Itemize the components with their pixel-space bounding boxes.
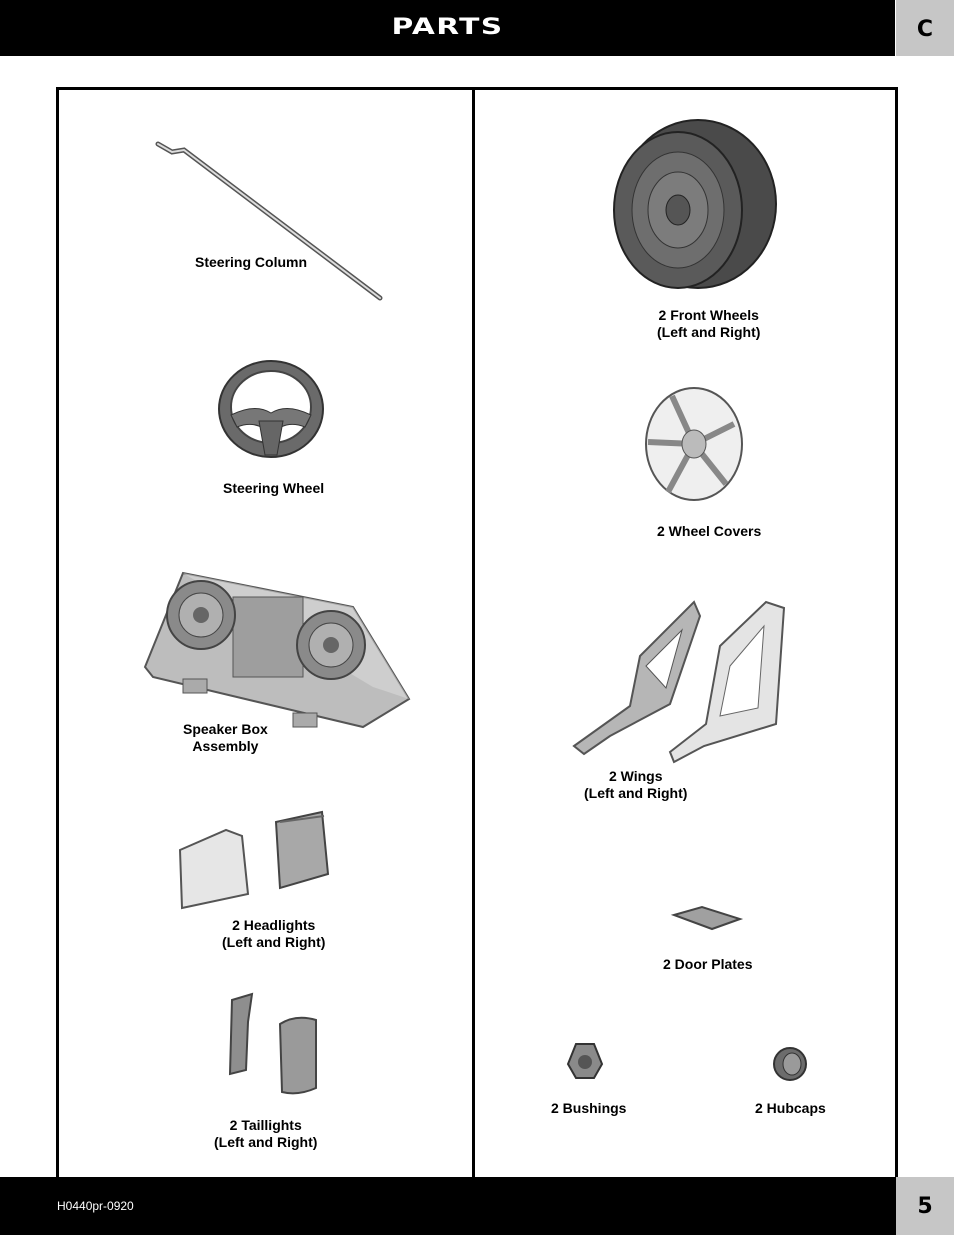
headlights-icon	[178, 810, 330, 910]
footer-bar: H0440pr-0920	[0, 1177, 896, 1235]
label-taillights-line2: (Left and Right)	[214, 1134, 318, 1150]
label-taillights: 2 Taillights (Left and Right)	[214, 1117, 317, 1151]
section-tab: C	[896, 0, 954, 56]
door-plate-icon	[670, 905, 744, 931]
wheel-cover-icon	[645, 387, 743, 501]
label-wheel-covers: 2 Wheel Covers	[657, 523, 762, 539]
taillights-icon	[228, 992, 317, 1095]
parts-frame	[56, 87, 898, 1180]
label-headlights-line1: 2 Headlights	[232, 917, 316, 933]
front-wheel-icon	[613, 119, 777, 289]
label-steering-wheel: Steering Wheel	[223, 480, 325, 496]
label-wings-line1: 2 Wings	[608, 768, 663, 784]
page-title: PARTS	[391, 15, 504, 40]
header-bar: PARTS	[0, 0, 895, 56]
speaker-box-icon	[143, 571, 411, 729]
label-headlights-line2: (Left and Right)	[222, 934, 326, 950]
label-front-wheels: 2 Front Wheels (Left and Right)	[657, 307, 760, 341]
wings-icon	[572, 600, 786, 764]
label-front-wheels-line2: (Left and Right)	[657, 324, 761, 340]
page-number: 5	[896, 1177, 954, 1235]
steering-wheel-icon	[218, 360, 324, 458]
hubcap-icon	[773, 1047, 807, 1081]
bushing-icon	[566, 1043, 604, 1079]
column-divider	[472, 87, 475, 1177]
label-bushings: 2 Bushings	[551, 1100, 627, 1116]
label-wings: 2 Wings (Left and Right)	[584, 768, 687, 802]
document-code: H0440pr-0920	[57, 1199, 134, 1213]
label-front-wheels-line1: 2 Front Wheels	[658, 307, 759, 323]
label-speaker-box: Speaker Box Assembly	[183, 721, 268, 755]
label-taillights-line1: 2 Taillights	[229, 1117, 302, 1133]
label-speaker-box-line2: Assembly	[192, 738, 259, 754]
label-hubcaps: 2 Hubcaps	[755, 1100, 826, 1116]
label-door-plates: 2 Door Plates	[663, 956, 753, 972]
label-speaker-box-line1: Speaker Box	[183, 721, 268, 737]
label-wings-line2: (Left and Right)	[584, 785, 688, 801]
label-headlights: 2 Headlights (Left and Right)	[222, 917, 325, 951]
label-steering-column: Steering Column	[195, 254, 308, 270]
steering-column-icon	[155, 141, 383, 301]
